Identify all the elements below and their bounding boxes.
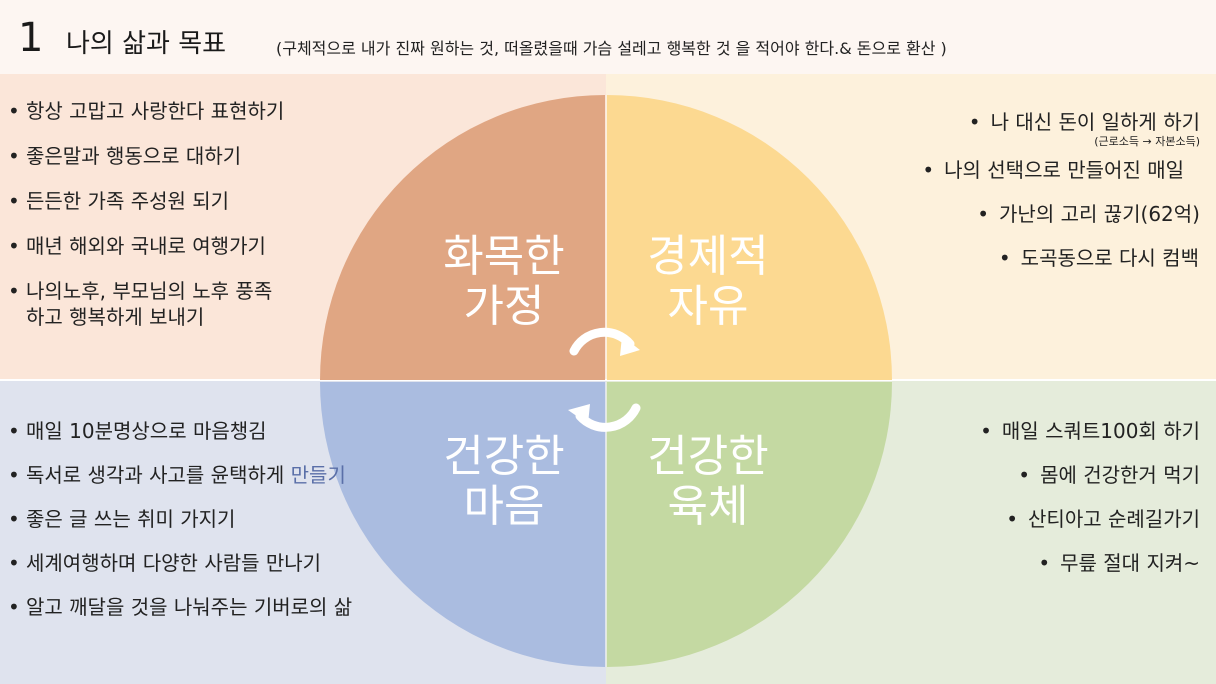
list-item: 매년 해외와 국내로 여행가기 [4, 233, 284, 259]
list-item: •나 대신 돈이 일하게 하기 [968, 110, 1200, 134]
list-item: 나의노후, 부모님의 노후 풍족 하고 행복하게 보내기 [4, 278, 284, 330]
wheel-slice-wealth [607, 95, 892, 380]
quadrant-label-mind: 건강한 마음 [443, 431, 565, 532]
wheel-slice-mind [320, 382, 605, 667]
list-item: •몸에 건강한거 먹기 [1018, 463, 1200, 487]
list-item-note: (근로소득 → 자본소득) [1094, 135, 1200, 148]
wheel-slice-body [607, 382, 892, 667]
wealth-goals-list: •나 대신 돈이 일하게 하기 (근로소득 → 자본소득) •나의 선택으로 만… [922, 109, 1200, 271]
title-bar: 1 나의 삶과 목표 (구체적으로 내가 진짜 원하는 것, 떠올렸을때 가슴 … [0, 0, 1216, 74]
list-item: 매일 10분명상으로 마음챙김 [4, 418, 352, 444]
quadrant-label-body: 건강한 육체 [647, 431, 769, 532]
cycle-arrows-icon [568, 327, 641, 432]
list-item: 세계여행하며 다양한 사람들 만나기 [4, 550, 352, 576]
quadrant-label-wealth: 경제적 자유 [647, 231, 769, 332]
list-item: •산티아고 순례길가기 [1006, 507, 1200, 531]
list-item: 독서로 생각과 사고를 윤택하게 만들기 [4, 462, 352, 488]
list-item: •무릎 절대 지켜~ [1038, 551, 1200, 575]
list-item: 좋은말과 행동으로 대하기 [4, 143, 284, 169]
body-goals-list: •매일 스쿼트100회 하기 •몸에 건강한거 먹기 •산티아고 순례길가기 •… [980, 418, 1200, 576]
quadrant-label-family: 화목한 가정 [443, 231, 565, 332]
list-item: 좋은 글 쓰는 취미 가지기 [4, 506, 352, 532]
page-title: 나의 삶과 목표 [66, 29, 227, 59]
list-item: •나의 선택으로 만들어진 매일 [922, 158, 1184, 182]
list-item: •도곡동으로 다시 컴백 [998, 246, 1199, 270]
list-item: •가난의 고리 끊기(62억) [977, 202, 1200, 226]
list-item: •매일 스쿼트100회 하기 [980, 419, 1200, 443]
title-number: 1 [18, 15, 44, 61]
list-item: 항상 고맙고 사랑한다 표현하기 [4, 98, 284, 124]
list-item: 알고 깨달을 것을 나눠주는 기버로의 삶 [4, 594, 352, 620]
family-goals-list: 항상 고맙고 사랑한다 표현하기 좋은말과 행동으로 대하기 든든한 가족 주성… [4, 98, 284, 330]
list-item: 든든한 가족 주성원 되기 [4, 188, 284, 214]
mind-goals-list: 매일 10분명상으로 마음챙김 독서로 생각과 사고를 윤택하게 만들기 좋은 … [4, 418, 352, 620]
page-subtitle: (구체적으로 내가 진짜 원하는 것, 떠올렸을때 가슴 설레고 행복한 것 을… [276, 39, 947, 58]
wheel-slice-family [320, 95, 605, 380]
